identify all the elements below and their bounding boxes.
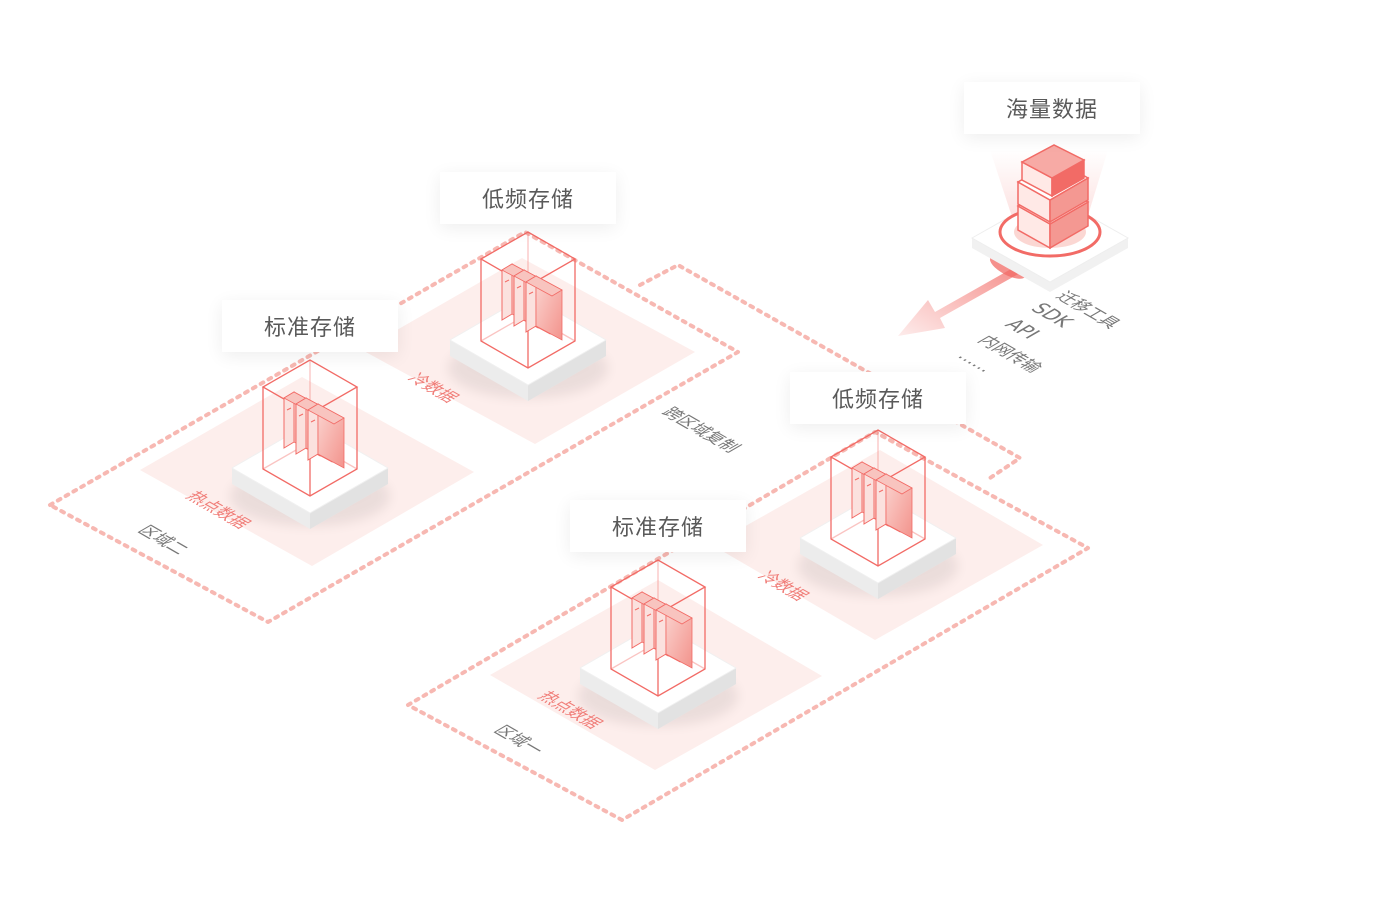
region-two-infrequent-platform bbox=[448, 231, 608, 401]
file-box-icon bbox=[829, 429, 927, 567]
source-server-icon bbox=[970, 144, 1130, 292]
region-outline-region-two bbox=[48, 230, 740, 624]
region-one-infrequent-platform bbox=[798, 429, 958, 599]
region-two-infrequent-card: 低频存储 bbox=[440, 172, 616, 224]
file-box-icon bbox=[479, 231, 577, 369]
region-two-standard-card: 标准存储 bbox=[222, 300, 398, 352]
region-two-infrequent-title: 低频存储 bbox=[481, 188, 574, 213]
region-one-standard-title: 标准存储 bbox=[611, 516, 704, 541]
file-box-icon bbox=[609, 559, 707, 697]
source-title-card: 海量数据 bbox=[964, 82, 1140, 134]
region-one-infrequent-card: 低频存储 bbox=[790, 372, 966, 424]
source-title: 海量数据 bbox=[1005, 98, 1098, 123]
region-one-infrequent-title: 低频存储 bbox=[831, 388, 924, 413]
file-box-icon bbox=[261, 359, 359, 497]
region-one-standard-card: 标准存储 bbox=[570, 500, 746, 552]
region-two-standard-title: 标准存储 bbox=[263, 316, 356, 341]
cross-region-outline bbox=[638, 263, 1022, 480]
region-two-standard-platform bbox=[230, 359, 390, 529]
region-one-standard-platform bbox=[578, 559, 738, 729]
region-outline-region-one bbox=[406, 430, 1090, 822]
storage-platforms bbox=[230, 231, 958, 729]
